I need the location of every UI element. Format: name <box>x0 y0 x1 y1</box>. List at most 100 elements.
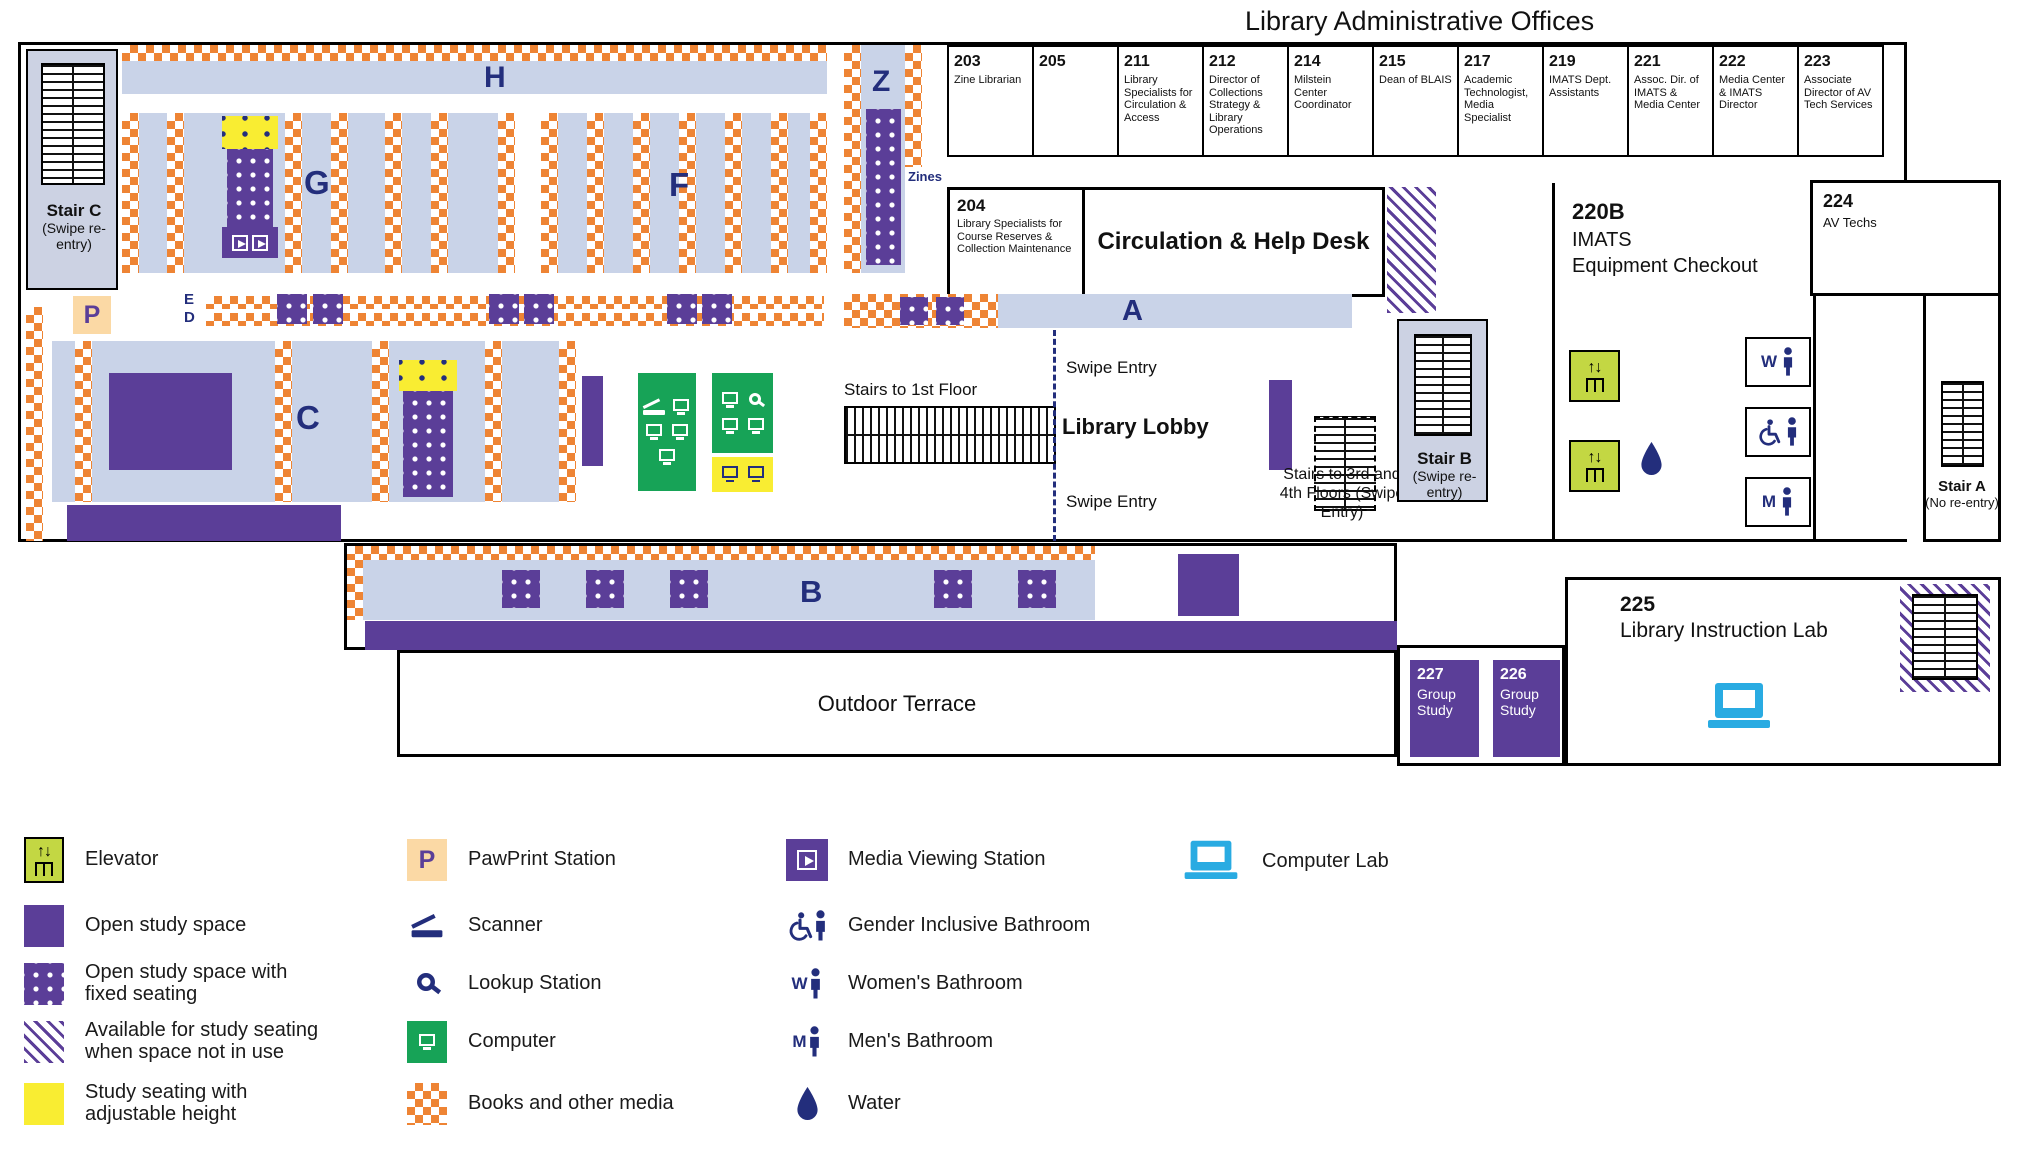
office-number: 204 <box>957 196 986 215</box>
stairs-icon <box>1941 381 1984 467</box>
room-name-line1: IMATS <box>1572 228 1632 251</box>
open-study-space <box>582 376 603 466</box>
pawprint-letter: P <box>418 845 436 874</box>
stairs-icon <box>1414 334 1472 436</box>
adjustable-computer-station <box>712 457 773 492</box>
legend-item-gender-inclusive: Gender Inclusive Bathroom <box>786 904 1098 948</box>
fixed-seating-area <box>667 294 697 324</box>
legend-item-scanner: Scanner <box>406 904 718 948</box>
gender-inclusive-bathroom-icon <box>1745 407 1811 457</box>
stair-a-box: Stair A (No re-entry) <box>1923 293 2001 542</box>
books-strip <box>559 341 576 502</box>
legend-label: Computer Lab <box>1262 850 1389 873</box>
books-strip <box>485 341 502 502</box>
office-name: Director of Collections Strategy & Libra… <box>1209 74 1263 137</box>
adjustable-height-seating <box>222 116 278 149</box>
lookup-icon <box>748 392 761 405</box>
media-viewing-station <box>222 227 278 258</box>
room-name-2: Study <box>1500 702 1536 719</box>
legend-label: Open study space <box>85 914 247 937</box>
zone-label-c: C <box>296 399 320 436</box>
stair-c-label: Stair C <box>46 201 102 220</box>
legend-label: Books and other media <box>468 1092 674 1115</box>
page-title: Library Administrative Offices <box>1245 6 1595 36</box>
womens-letter: W <box>791 974 808 993</box>
books-strip <box>285 113 302 273</box>
stair-a-sublabel: (No re-entry) <box>1925 495 1999 510</box>
legend-item-adjustable: Study seating with adjustable height <box>23 1082 335 1126</box>
zone-label-z: Z <box>872 65 891 98</box>
zone-z-zines: Z <box>861 45 905 273</box>
books-strip <box>331 113 348 273</box>
stairs-icon <box>1912 594 1978 680</box>
computer-lab-icon <box>1708 683 1770 733</box>
legend-label: Computer <box>468 1030 556 1053</box>
legend-item-mens: M Men's Bathroom <box>786 1020 1098 1064</box>
legend-item-available-study: Available for study seating when space n… <box>23 1020 335 1064</box>
mens-bathroom-icon: M <box>1745 477 1811 527</box>
room-name: Group <box>1500 686 1539 702</box>
computer-icon <box>721 417 738 434</box>
office-name: IMATS Dept. Assistants <box>1549 74 1612 99</box>
stairs-icon <box>41 63 105 185</box>
office-name: Milstein Center Coordinator <box>1294 74 1352 112</box>
office-224: 224 AV Techs <box>1810 180 2001 296</box>
fixed-seating-area <box>227 149 273 227</box>
office-number: 211 <box>1124 53 1150 70</box>
person-icon <box>809 1026 819 1057</box>
zone-label-a: A <box>1122 295 1143 327</box>
legend-label: Scanner <box>468 914 543 937</box>
play-icon <box>232 234 248 251</box>
room-number: 225 <box>1620 593 1656 616</box>
office-number: 221 <box>1634 53 1661 70</box>
adjustable-height-seating <box>399 360 457 391</box>
computer-icon <box>659 448 675 465</box>
zone-label-g: G <box>304 164 330 201</box>
fixed-seating-area <box>502 570 540 608</box>
outdoor-terrace-label: Outdoor Terrace <box>817 690 977 716</box>
computer-base <box>1708 720 1770 728</box>
zone-label-f: F <box>669 166 690 203</box>
play-icon <box>252 234 268 251</box>
computer-icon <box>747 417 764 434</box>
computer-icon <box>721 391 738 408</box>
legend-item-lookup: Lookup Station <box>406 962 718 1006</box>
legend-label: Gender Inclusive Bathroom <box>848 914 1091 937</box>
office-name: Library Specialists for Course Reserves … <box>957 218 1072 256</box>
room-name-line2: Equipment Checkout <box>1572 254 1758 277</box>
elevator-doors <box>35 862 53 876</box>
pawprint-station: P <box>73 296 111 334</box>
play-icon <box>797 850 817 870</box>
lookup-computer-station <box>712 373 773 453</box>
open-study-swatch <box>24 905 64 947</box>
books-strip <box>347 546 1095 560</box>
legend-item-water: Water <box>786 1082 1098 1126</box>
open-study-space <box>365 621 1397 650</box>
room-name-2: Study <box>1417 702 1453 719</box>
legend-label: Women's Bathroom <box>848 972 1023 995</box>
zone-b-shelving <box>347 560 1095 620</box>
monitor-glyph <box>419 1033 435 1050</box>
office-name: Library Specialists for Circulation & Ac… <box>1124 74 1193 124</box>
fixed-seating-area <box>1018 570 1056 608</box>
zone-label-h: H <box>484 61 506 94</box>
legend-label: Men's Bathroom <box>848 1030 993 1053</box>
books-strip <box>275 341 292 502</box>
books-strip <box>587 113 604 273</box>
computer-icon <box>646 423 662 440</box>
elevator-icon: ↑↓ <box>24 837 64 883</box>
room-225: 225 Library Instruction Lab <box>1565 577 2001 766</box>
womens-letter: W <box>1760 352 1778 371</box>
office-number: 222 <box>1719 53 1746 70</box>
computer-icon <box>673 398 689 415</box>
fixed-seating-area <box>489 294 519 324</box>
scanner-icon <box>643 399 665 415</box>
